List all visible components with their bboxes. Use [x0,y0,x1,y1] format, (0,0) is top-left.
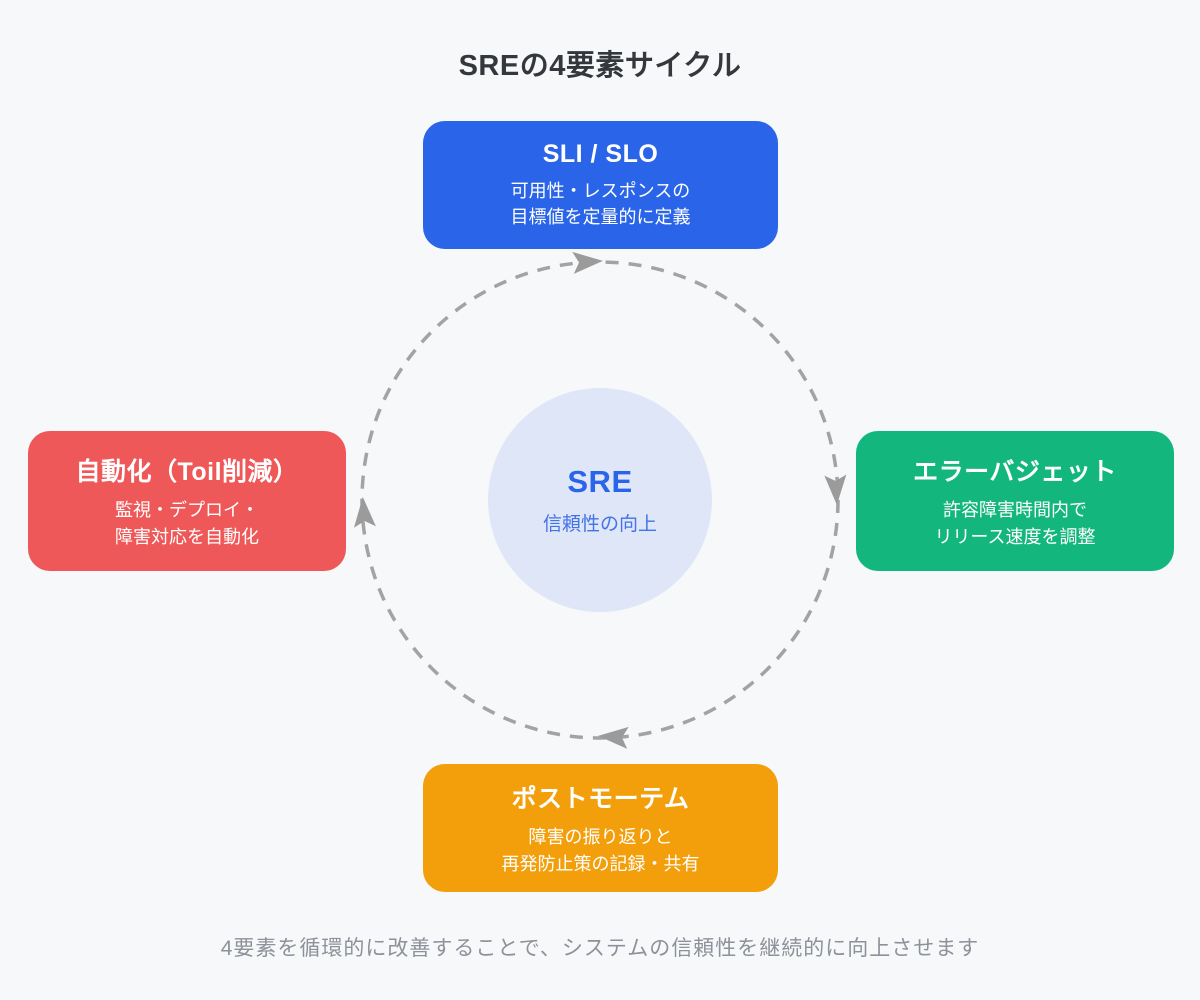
center-sre-subtitle: 信頼性の向上 [542,514,657,535]
node-error-budget-description: 許容障害時間内で リリース速度を調整 [934,497,1095,549]
cycle-arrow-right-icon [824,474,847,505]
cycle-arrow-bottom-icon [598,726,629,749]
node-postmortem: ポストモーテム 障害の振り返りと 再発防止策の記録・共有 [423,764,778,892]
node-sli-slo-description: 可用性・レスポンスの 目標値を定量的に定義 [511,178,691,230]
diagram-title: SREの4要素サイクル [458,50,742,82]
cycle-arrow-top-icon [572,251,603,274]
node-automation-description: 監視・デプロイ・ 障害対応を自動化 [115,497,259,549]
node-postmortem-title: ポストモーテム [511,785,690,814]
node-error-budget: エラーバジェット 許容障害時間内で リリース速度を調整 [856,431,1174,571]
node-error-budget-title: エラーバジェット [913,458,1117,487]
description-line: 再発防止策の記録・共有 [501,853,700,874]
center-sre-circle: SRE 信頼性の向上 [488,388,712,612]
footer-caption: 4要素を循環的に改善することで、システムの信頼性を継続的に向上させます [220,937,980,960]
description-line: 許容障害時間内で [942,500,1087,521]
node-postmortem-description: 障害の振り返りと 再発防止策の記録・共有 [502,824,700,876]
center-sre-title: SRE [567,464,633,499]
node-automation-title: 自動化（Toil削減） [75,458,299,487]
node-sli-slo: SLI / SLO 可用性・レスポンスの 目標値を定量的に定義 [423,121,778,249]
node-automation: 自動化（Toil削減） 監視・デプロイ・ 障害対応を自動化 [28,431,346,571]
description-line: 目標値を定量的に定義 [510,207,691,227]
node-sli-slo-title: SLI / SLO [542,139,659,168]
description-line: 障害の振り返りと [528,827,673,848]
description-line: 監視・デプロイ・ [115,500,259,521]
description-line: 障害対応を自動化 [115,526,259,547]
description-line: 可用性・レスポンスの [510,180,691,201]
cycle-arrow-left-icon [353,497,376,528]
description-line: リリース速度を調整 [934,526,1096,547]
